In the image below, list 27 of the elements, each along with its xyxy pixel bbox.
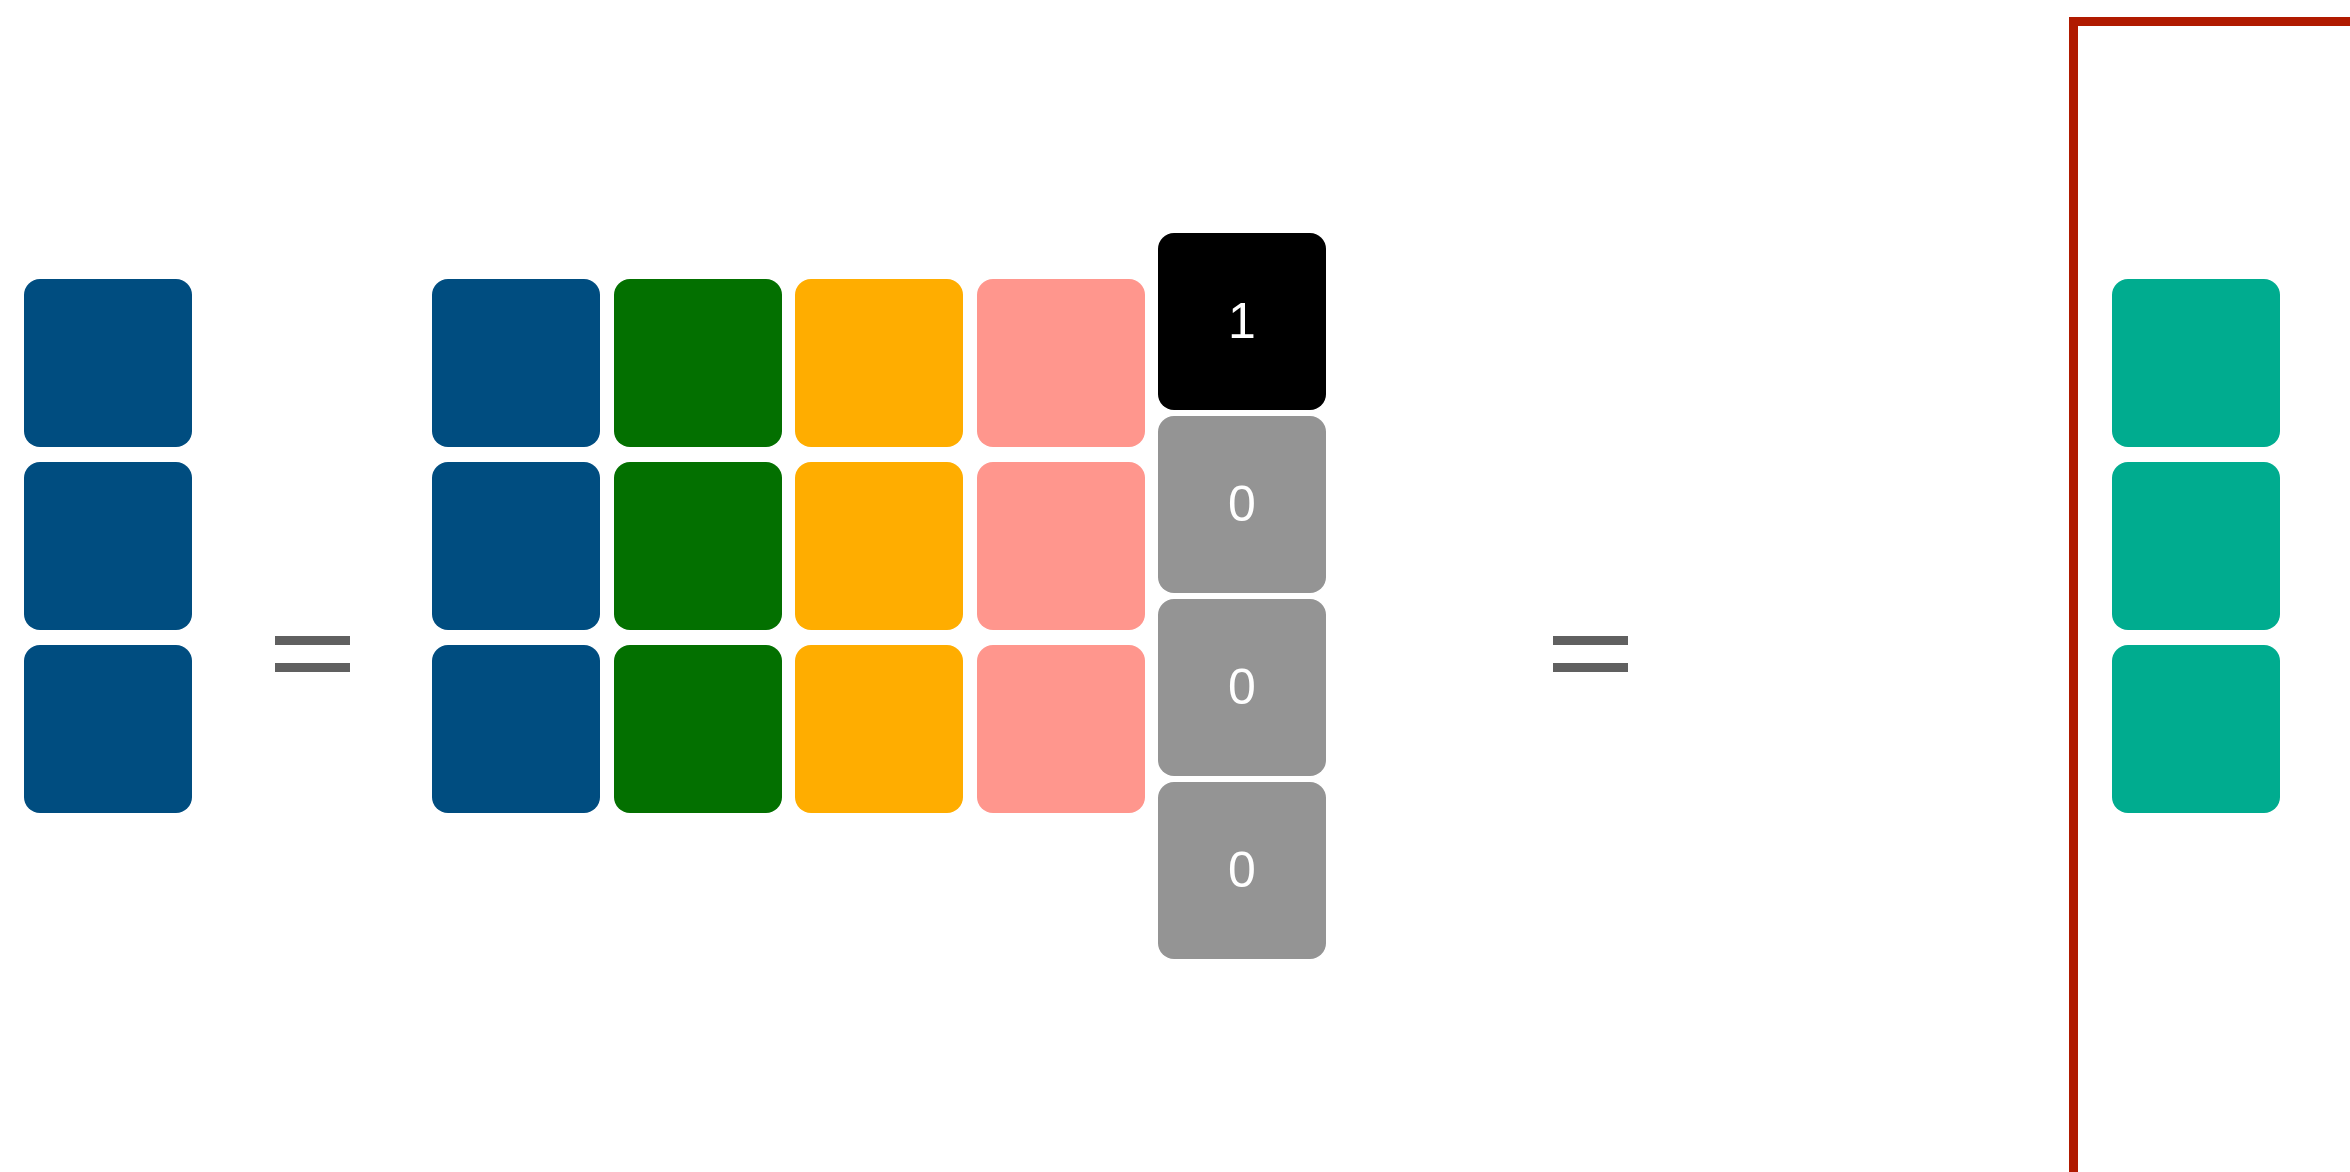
number-tile (1158, 781, 1326, 959)
matrix-cell (795, 462, 963, 630)
cell-value: 0 (1228, 479, 1256, 529)
number-tile (1158, 232, 1326, 410)
matrix-cell (976, 279, 1145, 447)
matrix-cell (795, 279, 963, 447)
matrix-cell (24, 462, 192, 630)
matrix-cell (2112, 279, 2280, 447)
matrix-cell (432, 462, 600, 630)
cell-value: 1 (1228, 296, 1256, 346)
matrix-cell (613, 279, 782, 447)
matrix-cell (613, 462, 782, 630)
cell-value: 0 (1228, 845, 1256, 895)
matrix-cell (613, 645, 782, 813)
number-tile (1158, 598, 1326, 776)
matrix-cell (976, 462, 1145, 630)
cell-value: 0 (1228, 662, 1256, 712)
matrix-cell (432, 279, 600, 447)
matrix-cell (24, 279, 192, 447)
matrix-cell (976, 645, 1145, 813)
number-tile (1158, 415, 1326, 593)
matrix-cell (2112, 645, 2280, 813)
matrix-cell (24, 645, 192, 813)
matrix-cell (432, 645, 600, 813)
highlight-frame (2068, 16, 2350, 1172)
matrix-cell (2112, 462, 2280, 630)
matrix-cell (795, 645, 963, 813)
